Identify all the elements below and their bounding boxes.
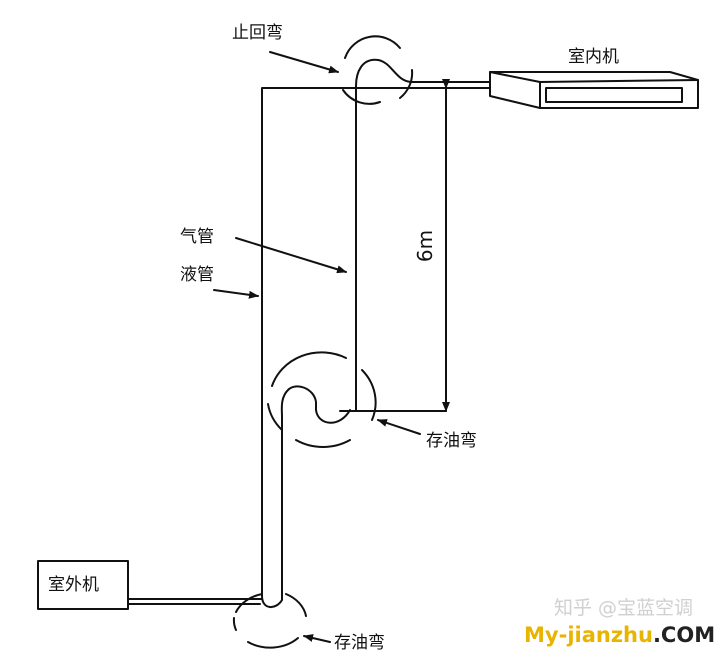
gas-pipe-line: [355, 58, 491, 411]
gas-pipe-return: [280, 385, 351, 591]
lower-trap-leader: [303, 634, 331, 643]
indoor-unit-label: 室内机: [568, 47, 619, 67]
site-watermark: My-jianzhu.COM: [524, 623, 715, 647]
site-suffix: .COM: [653, 623, 715, 647]
site-prefix: My-: [524, 623, 567, 647]
gas-pipe-label: 气管: [180, 227, 214, 247]
outdoor-unit-box: [37, 560, 129, 610]
upper-trap-leader: [377, 419, 421, 435]
check-bend-circle: [342, 35, 414, 105]
upper-oil-trap-circle: [267, 351, 377, 448]
lower-oil-trap-label: 存油弯: [334, 633, 385, 653]
height-label: 6m: [413, 230, 437, 262]
indoor-unit-box: [489, 71, 699, 109]
liquid-pipe-label: 液管: [180, 265, 214, 285]
lower-oil-trap-circle: [232, 593, 307, 649]
zhihu-watermark: 知乎 @宝蓝空调: [554, 597, 693, 619]
check-bend-label: 止回弯: [232, 23, 283, 43]
liquid-pipe-leader: [213, 289, 259, 299]
check-bend-leader: [269, 51, 339, 74]
outdoor-unit-label: 室外机: [48, 575, 99, 595]
gas-pipe-leader: [235, 237, 347, 274]
upper-oil-trap-label: 存油弯: [426, 431, 477, 451]
liquid-pipe-line: [261, 87, 491, 597]
site-main: jianzhu: [566, 623, 653, 647]
gas-pipe-lower: [261, 589, 283, 608]
